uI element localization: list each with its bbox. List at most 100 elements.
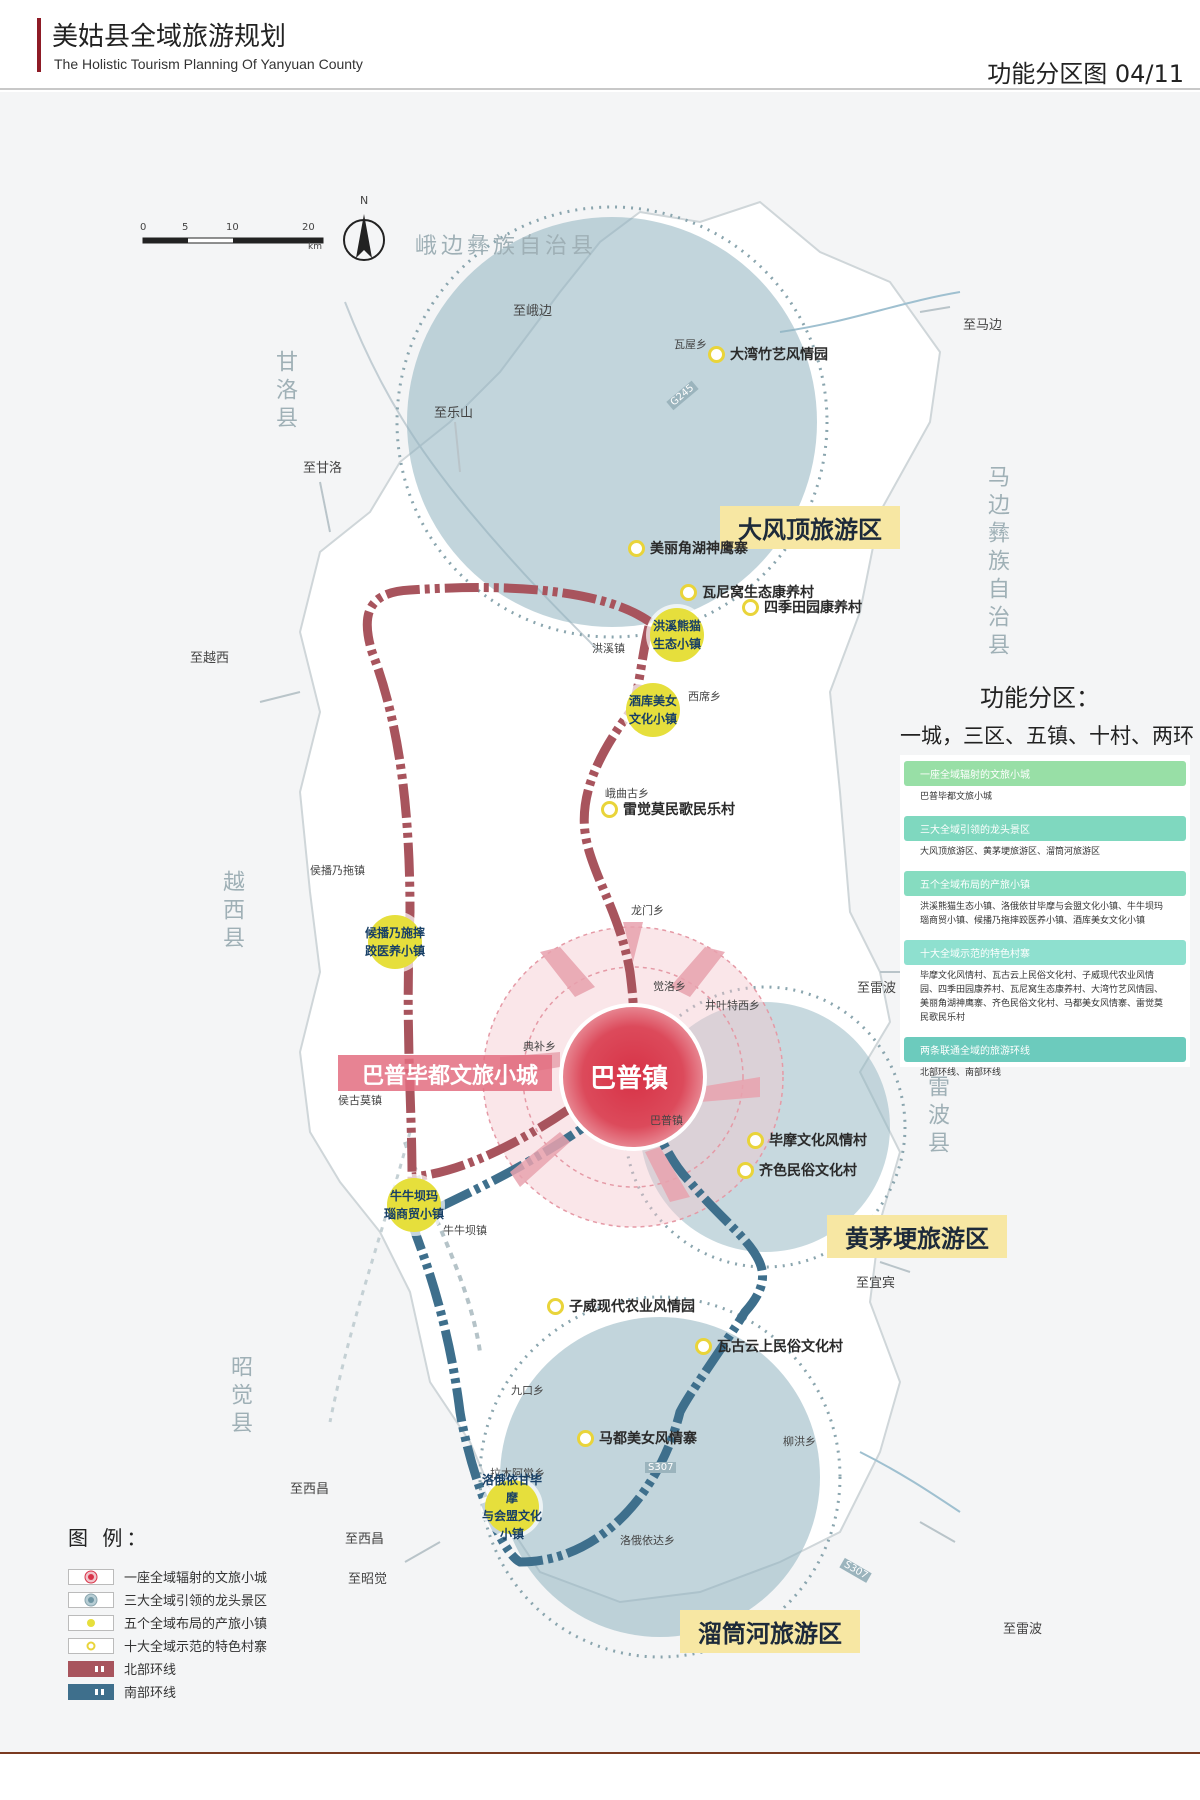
function-panel: 一座全域辐射的文旅小城 巴普毕都文旅小城 三大全域引领的龙头景区 大风顶旅游区、…: [900, 755, 1190, 1078]
village-marker[interactable]: 美丽角湖神鹰寨: [628, 538, 748, 558]
village-label: 毕摩文化风情村: [769, 1133, 867, 1149]
township-label: 典补乡: [523, 1040, 556, 1053]
village-marker[interactable]: 子威现代农业风情园: [547, 1296, 695, 1316]
neighbor-county-ganluo: 甘洛县: [272, 350, 297, 434]
village-label: 瓦尼窝生态康养村: [702, 585, 814, 601]
south-loop[interactable]: [410, 1086, 768, 1567]
zone-label-dafengding[interactable]: 大风顶旅游区: [720, 506, 900, 549]
function-section-body: 大风顶旅游区、黄茅埂旅游区、溜筒河旅游区: [920, 847, 1101, 857]
village-dot-icon: [708, 345, 725, 363]
town-label: 跤医养小镇: [364, 944, 425, 958]
road-label: S307: [645, 1462, 677, 1473]
function-section-head: 三大全域引领的龙头景区: [904, 816, 1186, 841]
direction-label: 至宜宾: [856, 1276, 896, 1291]
function-section-head: 五个全域布局的产旅小镇: [904, 871, 1186, 896]
scale-tick: 0: [140, 222, 147, 233]
township-label: 西席乡: [688, 690, 721, 703]
village-marker[interactable]: 齐色民俗文化村: [737, 1160, 857, 1180]
town-marker-luoe[interactable]: 洛俄依甘毕摩与会盟文化小镇: [482, 1473, 542, 1541]
village-dot-icon: [628, 539, 645, 557]
village-marker[interactable]: 瓦古云上民俗文化村: [695, 1336, 843, 1356]
map-canvas[interactable]: [0, 92, 1200, 1752]
legend-item: 一座全域辐射的文旅小城: [68, 1567, 267, 1586]
town-label: 酒库美女: [628, 694, 677, 708]
legend-zone-swatch: [84, 1593, 98, 1606]
legend-label: 十大全域示范的特色村寨: [124, 1640, 268, 1655]
town-label: 洛俄依甘毕摩: [481, 1473, 542, 1505]
township-label: 牛牛坝镇: [443, 1224, 487, 1237]
legend-village-swatch: [86, 1641, 96, 1650]
village-marker[interactable]: 雷觉莫民歌民乐村: [601, 799, 735, 819]
town-marker-hongxi[interactable]: 洪溪熊猫生态小镇: [650, 608, 704, 662]
outbound-arrows: [259, 306, 956, 1563]
direction-label: 至雷波: [857, 981, 897, 996]
township-label: 瓦屋乡: [674, 338, 707, 351]
legend-item: 十大全域示范的特色村寨: [68, 1636, 267, 1655]
header: 美姑县全域旅游规划 The Holistic Tourism Planning …: [0, 0, 1200, 90]
direction-label: 至昭觉: [348, 1572, 388, 1587]
center-banner-bg: [338, 1055, 552, 1091]
legend-item: 北部环线: [68, 1659, 176, 1678]
center-label[interactable]: 巴普镇: [590, 1064, 669, 1094]
direction-label: 至雷波: [1003, 1622, 1043, 1637]
town-label: 文化小镇: [628, 712, 677, 726]
scale-tick: 10: [226, 222, 239, 233]
direction-label: 至越西: [190, 651, 230, 666]
zone-circle-liutonghe[interactable]: [500, 1317, 820, 1637]
zone-label-liutonghe[interactable]: 溜筒河旅游区: [680, 1610, 860, 1653]
legend-label: 三大全域引领的龙头景区: [124, 1594, 268, 1609]
page-title: 美姑县全域旅游规划: [52, 22, 287, 52]
direction-label: 至峨边: [513, 304, 553, 319]
scale-unit: km: [308, 242, 322, 252]
village-label: 马都美女风情寨: [599, 1431, 697, 1447]
legend-south-loop-icon: [68, 1683, 114, 1700]
town-label: 瑙商贸小镇: [383, 1207, 444, 1221]
center-node[interactable]: [559, 1003, 707, 1151]
zone-circle-dafengding[interactable]: [407, 217, 817, 627]
village-marker[interactable]: 四季田园康养村: [742, 597, 862, 617]
town-label: 候播乃施摔: [364, 926, 425, 940]
legend-center-swatch: [84, 1570, 98, 1583]
center-banner[interactable]: 巴普毕都文旅小城: [362, 1064, 539, 1089]
town-label: 生态小镇: [652, 637, 701, 651]
function-section-body: 洪溪熊猫生态小镇、洛俄依甘毕摩与会盟文化小镇、牛牛坝玛瑙商贸小镇、候播乃拖摔跤医…: [920, 902, 1164, 926]
township-label: 洛俄依达乡: [620, 1534, 675, 1547]
village-marker[interactable]: 毕摩文化风情村: [747, 1130, 867, 1150]
township-label: 洪溪镇: [592, 642, 625, 655]
town-marker-niuniu[interactable]: 牛牛坝玛瑙商贸小镇: [384, 1178, 444, 1232]
direction-label: 至乐山: [434, 406, 474, 421]
legend-label: 北部环线: [124, 1663, 177, 1678]
village-marker[interactable]: 大湾竹艺风情园: [708, 344, 828, 364]
town-marker-houbo[interactable]: 候播乃施摔跤医养小镇: [365, 915, 425, 969]
township-label: 九口乡: [511, 1384, 544, 1397]
town-marker-jiuku[interactable]: 酒库美女文化小镇: [626, 683, 680, 737]
legend-item: 南部环线: [68, 1682, 176, 1701]
village-label: 大湾竹艺风情园: [730, 347, 828, 363]
legend-town-icon: [68, 1614, 114, 1631]
village-dot-icon: [577, 1429, 594, 1447]
neighbor-county-zhaojue: 昭觉县: [227, 1355, 252, 1439]
page-number: 功能分区图 04/11: [987, 60, 1184, 88]
legend-north-loop-icon: [68, 1660, 114, 1677]
direction-label: 至西昌: [290, 1482, 330, 1497]
legend-label: 一座全域辐射的文旅小城: [124, 1571, 268, 1586]
scale-tick: 20: [302, 222, 315, 233]
village-marker[interactable]: 瓦尼窝生态康养村: [680, 582, 814, 602]
legend-item: 五个全域布局的产旅小镇: [68, 1613, 267, 1632]
legend-town-swatch: [87, 1618, 95, 1627]
village-label: 齐色民俗文化村: [759, 1163, 857, 1179]
zone-label-huangmaogeng[interactable]: 黄茅埂旅游区: [827, 1215, 1007, 1258]
village-label: 瓦古云上民俗文化村: [717, 1339, 843, 1355]
township-label: 觉洛乡: [653, 980, 686, 993]
north-loop[interactable]: [362, 583, 655, 1182]
village-dot-icon: [680, 583, 697, 601]
village-dot-icon: [742, 598, 759, 616]
neighbor-county-yuexi: 越西县: [219, 870, 244, 954]
village-label: 雷觉莫民歌民乐村: [623, 802, 735, 818]
function-section-head: 一座全域辐射的文旅小城: [904, 761, 1186, 786]
direction-label: 至马边: [963, 318, 1003, 333]
north-label: N: [360, 194, 369, 207]
village-marker[interactable]: 马都美女风情寨: [577, 1428, 697, 1448]
function-section-head: 十大全域示范的特色村寨: [904, 940, 1186, 965]
legend-item: 三大全域引领的龙头景区: [68, 1590, 267, 1609]
